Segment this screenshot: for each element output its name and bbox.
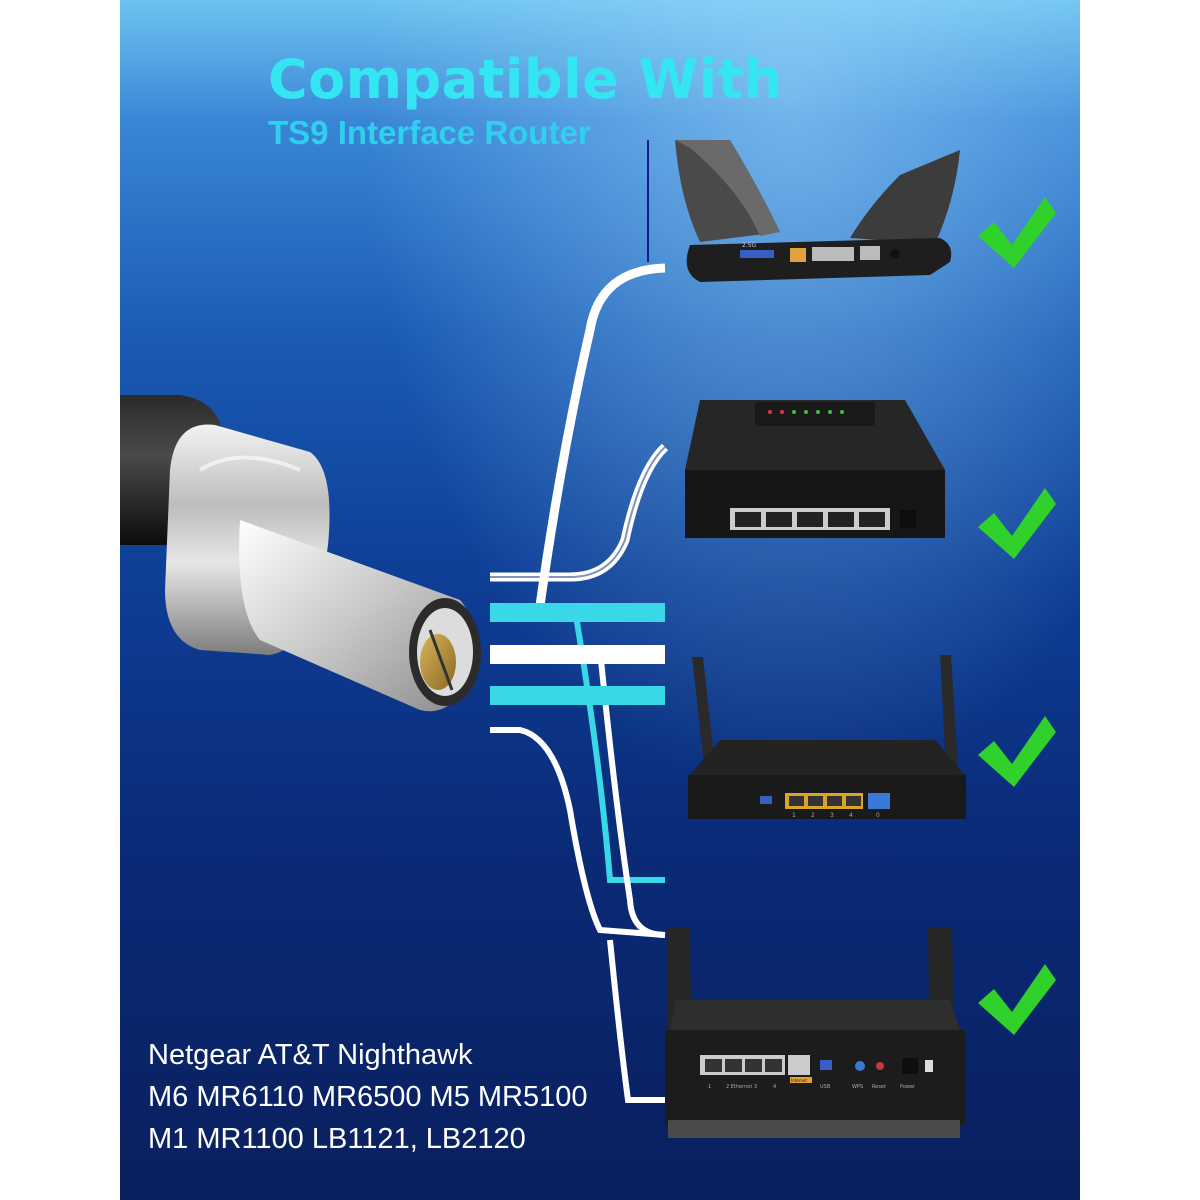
check-icon: [978, 964, 1056, 1035]
router3-port-3: 3: [830, 812, 834, 819]
compatible-models-list: Netgear AT&T Nighthawk M6 MR6110 MR6500 …: [148, 1034, 588, 1160]
router4-label-1: 1: [708, 1084, 711, 1090]
model-line: Netgear AT&T Nighthawk: [148, 1039, 473, 1071]
router4-label-reset: Reset: [872, 1084, 886, 1090]
router3-port-1: 1: [792, 812, 796, 819]
router4-label-wps: WPS: [852, 1084, 863, 1090]
page-subtitle: TS9 Interface Router: [268, 114, 591, 151]
check-icon: [978, 488, 1056, 559]
router4-label-2: 2 Ethernet 3: [726, 1084, 757, 1090]
router-netgear-mr: 1 2 Ethernet 3 4 Internet USB WPS Reset …: [665, 928, 965, 1138]
page-title: Compatible With: [268, 48, 783, 111]
router4-label-internet: Internet: [791, 1078, 807, 1083]
ts9-connector-icon: [120, 395, 481, 712]
router-wifi: 1 2 3 4 0: [688, 655, 966, 819]
check-icon: [978, 716, 1056, 787]
connection-lines: [490, 263, 669, 1103]
router4-label-4: 4: [773, 1084, 776, 1090]
model-line: M6 MR6110 MR6500 M5 MR5100: [148, 1081, 588, 1113]
router3-port-2: 2: [811, 812, 815, 819]
model-line: M1 MR1100 LB1121, LB2120: [148, 1123, 526, 1155]
router4-label-power: Power: [900, 1084, 916, 1090]
router3-port-0: 0: [876, 812, 880, 819]
router3-port-4: 4: [849, 812, 853, 819]
router4-label-usb: USB: [820, 1084, 831, 1090]
router1-port-label: 2.5G: [742, 242, 757, 249]
router-switch: [685, 400, 945, 538]
check-icon: [978, 197, 1056, 268]
router-nighthawk: 2.5G: [647, 140, 960, 282]
